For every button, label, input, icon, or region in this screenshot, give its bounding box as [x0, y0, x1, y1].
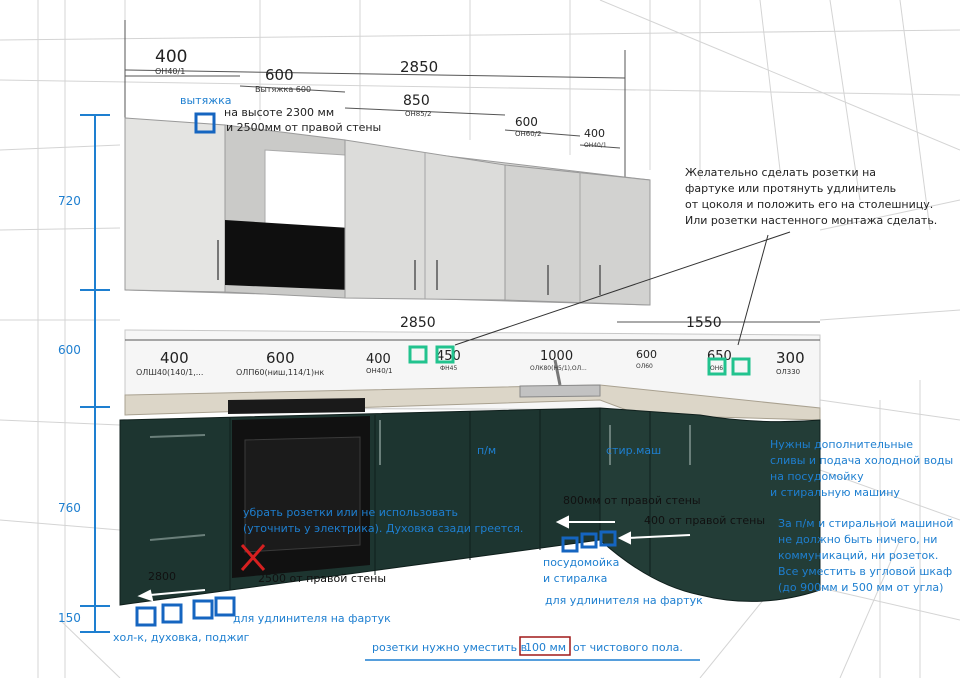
corner-note: За п/м и стиральной машиной не должно бы…: [778, 517, 953, 594]
plinth-socket-markers: [135, 596, 236, 627]
drains-line-3: на посудомойку: [770, 470, 864, 483]
advice-line-1: Желательно сделать розетки на: [685, 166, 876, 179]
dishwasher-label: п/м: [477, 444, 496, 457]
drains-line-4: и стиральную машину: [770, 486, 900, 499]
dist-2500-label: 2500 от правой стены: [258, 572, 386, 585]
backsplash-socket-markers: [408, 345, 751, 376]
upper-dim-4: 600: [515, 115, 538, 129]
lower-code-1: ОЛШ40(140/1,...: [136, 368, 203, 377]
lower-code-2: ОЛП60(ниш,114/1)нк: [236, 368, 324, 377]
lower-total-left: 2850: [400, 315, 436, 331]
appliances-left-label: хол-к, духовка, поджиг: [113, 631, 250, 644]
lower-code-7: ОН65: [710, 365, 727, 372]
hood-socket-marker: [194, 112, 216, 134]
extension-right-label: для удлинителя на фартук: [545, 594, 703, 607]
lower-code-5: ОЛК80(Н5/1),ОЛ...: [530, 365, 587, 372]
upper-dim-1: 400: [155, 47, 187, 67]
bottom-note-suffix: от чистового пола.: [573, 641, 683, 654]
upper-code-2: Вытяжка 600: [255, 85, 311, 94]
upper-dimension-lines: [124, 20, 626, 190]
hood-title: вытяжка: [180, 94, 232, 107]
lower-total-right: 1550: [686, 315, 722, 331]
corner-line-4: Все уместить в угловой шкаф: [778, 565, 952, 578]
washer-label: стир.маш: [606, 444, 661, 457]
upper-dim-3: 850: [403, 93, 430, 109]
lower-dim-1: 400: [160, 349, 189, 367]
upper-dim-5: 400: [584, 127, 605, 140]
dist-400-label: 400 от правой стены: [644, 514, 765, 527]
upper-dim-2: 600: [265, 66, 294, 84]
remove-sockets-line-1: убрать розетки или не использовать: [243, 506, 458, 519]
vertical-dimension-line: [80, 114, 110, 633]
height-lower: 760: [58, 501, 81, 515]
drains-note: Нужны дополнительные сливы и подача холо…: [770, 438, 953, 499]
lower-dim-8: 300: [776, 349, 805, 367]
upper-code-5: ОН40/1: [584, 142, 607, 149]
dist-800-label: 800мм от правой стены: [563, 494, 701, 507]
dw-wm-line-2: и стиралка: [543, 572, 607, 585]
extension-left-label: для удлинителя на фартук: [233, 612, 391, 625]
dw-wm-line-1: посудомойка: [543, 556, 619, 569]
hood-line-1: на высоте 2300 мм: [224, 106, 334, 119]
drains-line-2: сливы и подача холодной воды: [770, 454, 953, 467]
advice-line-4: Или розетки настенного монтажа сделать.: [685, 214, 937, 227]
cross-mark: [240, 544, 266, 571]
lower-dim-4: 450: [436, 349, 461, 364]
bottom-highlight-box: [519, 636, 571, 656]
lower-code-3: ОН40/1: [366, 367, 393, 375]
advice-line-2: фартуке или протянуть удлинитель: [685, 182, 896, 195]
lower-dim-6: 600: [636, 348, 657, 361]
lower-dim-3: 400: [366, 352, 391, 367]
bottom-note-prefix: розетки нужно уместить в: [372, 641, 527, 654]
distance-arrows-right: [555, 515, 691, 545]
advice-line-3: от цоколя и положить его на столешницу.: [685, 198, 933, 211]
height-plinth: 150: [58, 611, 81, 625]
upper-total-dim: 2850: [400, 58, 438, 76]
upper-code-1: ОН40/1: [155, 67, 185, 76]
lower-code-6: ОЛ60: [636, 363, 653, 370]
upper-code-3: ОН85/2: [405, 110, 432, 118]
distance-arrows-left: [137, 589, 306, 608]
corner-line-5: (до 900мм и 500 мм от угла): [778, 581, 943, 594]
lower-dim-5: 1000: [540, 349, 573, 364]
hood-line-2: и 2500мм от правой стены: [226, 121, 381, 134]
corner-line-1: За п/м и стиральной машиной: [778, 517, 953, 530]
corner-line-3: коммуникаций, ни розеток.: [778, 549, 938, 562]
socket-advice-note: Желательно сделать розетки на фартуке ил…: [454, 166, 937, 346]
height-backsplash: 600: [58, 343, 81, 357]
drains-line-1: Нужны дополнительные: [770, 438, 913, 451]
upper-cabinets: [124, 117, 651, 306]
remove-sockets-line-2: (уточнить у электрика). Духовка сзади гр…: [243, 522, 523, 535]
corner-line-2: не должно быть ничего, ни: [778, 533, 937, 546]
lower-dim-7: 650: [707, 349, 732, 364]
lower-cabinets: [119, 407, 821, 606]
lower-dim-2: 600: [266, 349, 295, 367]
dw-wm-socket-markers: [561, 530, 617, 553]
height-upper: 720: [58, 194, 81, 208]
lower-code-4: ФН45: [440, 365, 457, 372]
bottom-note-highlight: 100 мм: [525, 641, 566, 654]
dist-2800-label: 2800: [148, 570, 176, 583]
lower-code-8: ОЛ330: [776, 368, 800, 376]
upper-code-4: ОН60/2: [515, 130, 542, 138]
